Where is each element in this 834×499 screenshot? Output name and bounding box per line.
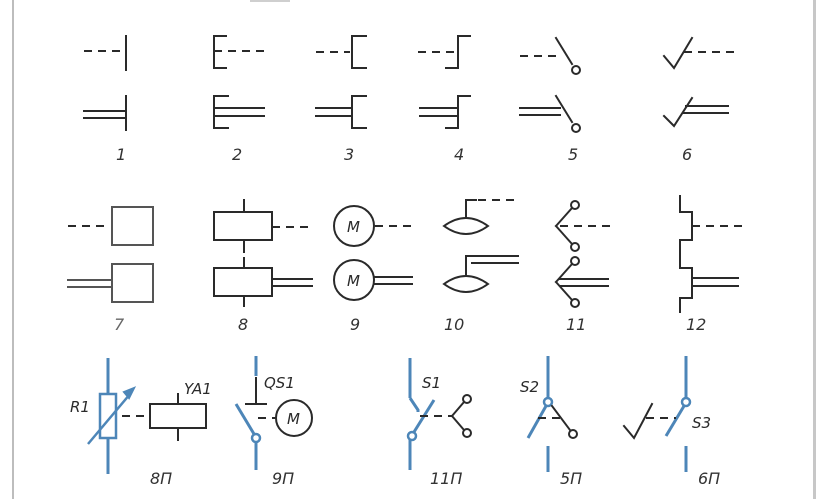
symbol-7: 7 [67, 206, 154, 334]
symbol-3: 3 [315, 35, 367, 164]
label-1: 1 [116, 145, 126, 164]
motor-letter-9p: M [287, 410, 300, 428]
qs1-label: QS1 [264, 374, 295, 392]
s2-label: S2 [520, 378, 539, 396]
label-8: 8 [238, 315, 248, 334]
label-3: 3 [344, 145, 354, 164]
label-2: 2 [232, 145, 242, 164]
label-6p: 6П [698, 469, 720, 488]
circuit-9p: M QS1 9П [234, 356, 313, 488]
s1-label: S1 [422, 374, 441, 392]
symbol-6: 6 [662, 36, 736, 164]
s3-label: S3 [692, 414, 711, 432]
label-10: 10 [444, 315, 464, 334]
motor-letter-9a: M [347, 218, 360, 236]
symbol-1: 1 [83, 35, 127, 164]
label-7: 7 [114, 315, 125, 334]
circuit-5p: S2 5П [520, 356, 582, 488]
symbol-5: 5 [519, 36, 581, 164]
label-8p: 8П [150, 469, 172, 488]
symbol-2: 2 [213, 35, 270, 164]
symbol-9: M M 9 [333, 205, 413, 334]
symbol-8: 8 [213, 199, 313, 334]
frame-top-mark [250, 0, 290, 2]
label-6: 6 [682, 145, 692, 164]
label-4: 4 [454, 145, 464, 164]
label-5p: 5П [560, 469, 582, 488]
circuit-8p: R1 YA1 8П [70, 358, 212, 488]
label-11: 11 [566, 315, 586, 334]
circuit-11p: S1 11П [406, 358, 472, 488]
symbol-11: 11 [554, 200, 610, 334]
label-12: 12 [686, 315, 706, 334]
ya1-label: YA1 [184, 380, 212, 398]
label-11p: 11П [430, 469, 462, 488]
symbol-12: 12 [679, 195, 744, 334]
label-9p: 9П [272, 469, 294, 488]
r1-label: R1 [70, 398, 90, 416]
label-9: 9 [350, 315, 360, 334]
circuit-6p: S3 6П [622, 356, 720, 488]
frame-right-edge [813, 0, 816, 499]
symbol-10: 10 [442, 199, 520, 334]
frame-left-edge [12, 0, 14, 499]
label-5: 5 [568, 145, 578, 164]
motor-letter-9b: M [347, 272, 360, 290]
symbol-4: 4 [418, 35, 471, 164]
